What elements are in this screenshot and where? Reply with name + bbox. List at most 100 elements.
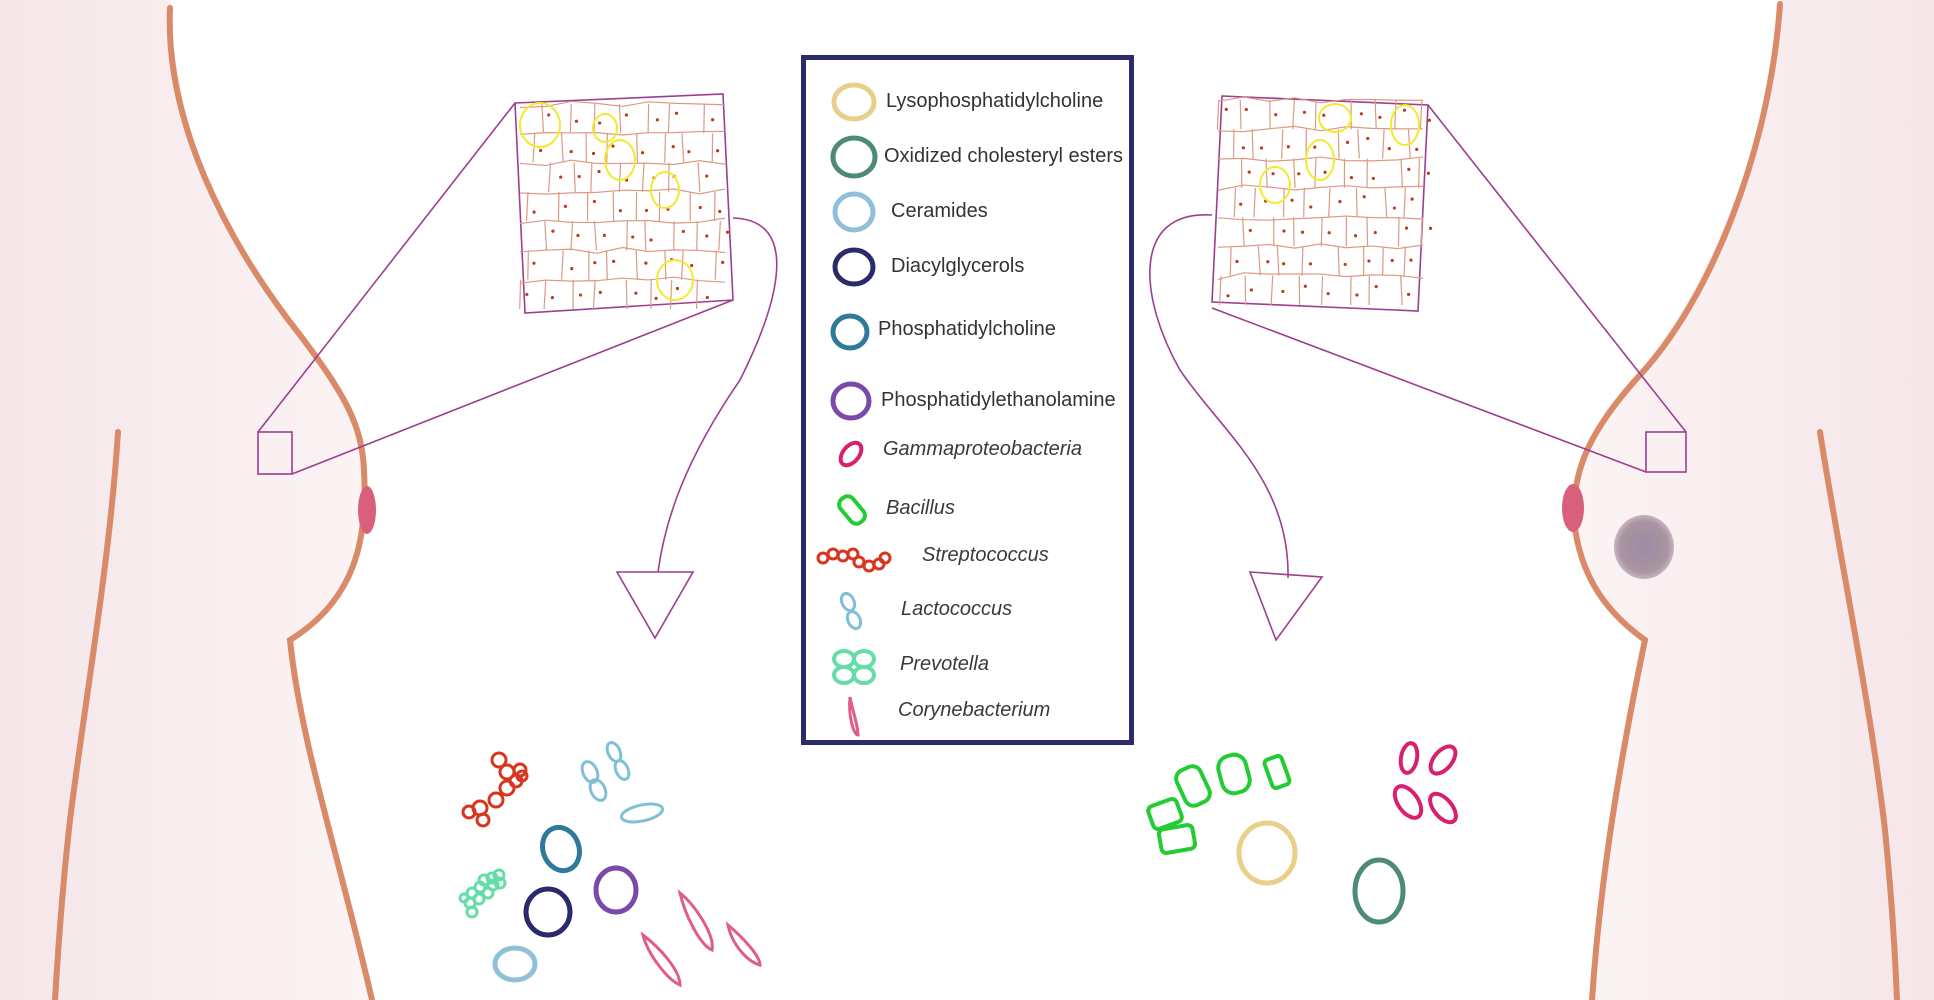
legend-label: Bacillus xyxy=(886,497,955,519)
cell-nucleus xyxy=(578,293,583,297)
cell-wall xyxy=(569,103,572,134)
cell-nucleus xyxy=(559,175,563,179)
cell-nucleus xyxy=(674,111,679,115)
cell-nucleus xyxy=(1366,136,1370,141)
left-nipple xyxy=(358,486,376,534)
cell-nucleus xyxy=(711,118,715,122)
cell-wall xyxy=(625,279,628,310)
cell-nucleus xyxy=(1248,228,1252,233)
cell-nucleus xyxy=(1226,294,1230,298)
cell-nucleus xyxy=(1300,230,1305,234)
legend-item-phosphatidylcholine: Phosphatidylcholine xyxy=(806,312,1129,356)
cell-wall xyxy=(1292,99,1295,130)
highlighted-cell xyxy=(592,113,618,143)
phosphatidylethanolamine-ring xyxy=(593,865,639,915)
cell-wall xyxy=(1257,246,1261,276)
right-torso xyxy=(1562,0,1934,1000)
left-flow-arrow xyxy=(657,217,778,573)
left-arrowhead xyxy=(615,571,695,640)
legend-item-streptococcus: Streptococcus xyxy=(806,538,1129,582)
cell-nucleus xyxy=(1345,140,1350,144)
cell-nucleus xyxy=(1282,262,1286,266)
legend-item-corynebacterium: Corynebacterium xyxy=(806,695,1129,739)
cell-nucleus xyxy=(1247,170,1251,174)
cell-nucleus xyxy=(1327,231,1331,235)
cell-nucleus xyxy=(593,261,597,265)
cell-nucleus xyxy=(1387,147,1391,151)
cell-wall xyxy=(519,100,726,109)
cell-nucleus xyxy=(569,149,573,154)
streptococcus-chain xyxy=(461,751,529,828)
cell-nucleus xyxy=(1326,292,1330,296)
legend-label: Diacylglycerols xyxy=(891,255,1025,277)
left-zoom-callout xyxy=(257,102,778,640)
cell-nucleus xyxy=(1274,113,1278,117)
cell-nucleus xyxy=(705,234,709,238)
cell-nucleus xyxy=(1266,260,1270,264)
cell-wall xyxy=(1242,217,1245,247)
cell-wall xyxy=(548,162,552,192)
cell-wall xyxy=(1251,129,1254,159)
cell-nucleus xyxy=(698,205,702,210)
cell-wall xyxy=(573,162,576,192)
cell-wall xyxy=(1420,217,1423,247)
ring-icon xyxy=(830,381,872,421)
cell-wall xyxy=(1217,156,1424,162)
lysophosphatidylcholine-ring xyxy=(1236,820,1298,886)
cell-wall xyxy=(1328,187,1331,218)
cell-wall xyxy=(1217,243,1424,250)
highlighted-cell xyxy=(519,102,561,148)
cell-nucleus xyxy=(1323,170,1327,174)
legend-item-phosphatidylethanolamine: Phosphatidylethanolamine xyxy=(806,379,1129,423)
highlighted-cell xyxy=(1305,139,1335,181)
cell-nucleus xyxy=(539,148,543,153)
cell-wall xyxy=(543,279,547,310)
ring-icon xyxy=(832,191,876,233)
cell-wall xyxy=(695,279,698,310)
cell-nucleus xyxy=(1302,110,1307,114)
highlighted-cell xyxy=(650,171,680,209)
oxidized-cholesteryl-ester-ring xyxy=(1352,857,1406,925)
cell-nucleus xyxy=(532,261,536,265)
cell-wall xyxy=(1400,275,1403,306)
cell-nucleus xyxy=(1241,146,1245,150)
cell-wall xyxy=(626,221,628,251)
cell-nucleus xyxy=(602,233,606,237)
cell-wall xyxy=(1384,187,1388,218)
cell-wall xyxy=(1217,96,1424,104)
cell-nucleus xyxy=(1349,176,1354,180)
cell-wall xyxy=(1355,187,1358,218)
cell-wall xyxy=(590,162,593,192)
cell-wall xyxy=(1301,246,1304,276)
cell-wall xyxy=(1229,246,1232,276)
cell-nucleus xyxy=(525,292,529,297)
cell-wall xyxy=(1314,99,1317,130)
legend-item-diacylglycerols: Diacylglycerols xyxy=(806,245,1129,289)
ceramide-ring xyxy=(492,945,538,983)
cell-nucleus xyxy=(1378,115,1382,119)
cell-nucleus xyxy=(1390,258,1394,263)
cell-nucleus xyxy=(547,113,551,117)
highlighted-cell xyxy=(604,139,636,181)
gammaproteobacteria-group xyxy=(1392,741,1458,825)
cell-wall xyxy=(527,250,529,280)
cell-nucleus xyxy=(576,233,580,238)
club-bacterium-icon xyxy=(848,696,860,737)
cell-wall xyxy=(669,279,673,310)
cell-wall xyxy=(1374,99,1377,130)
cell-wall xyxy=(1419,99,1423,130)
cell-wall xyxy=(570,221,574,251)
legend-label: Ceramides xyxy=(891,200,988,222)
cell-wall xyxy=(1320,217,1323,247)
cell-nucleus xyxy=(1224,107,1228,112)
legend-label: Prevotella xyxy=(900,653,989,675)
cell-wall xyxy=(696,221,698,251)
oval-bacterium-icon xyxy=(838,440,864,468)
cell-wall xyxy=(1233,187,1237,218)
cell-wall xyxy=(1400,158,1404,188)
cell-nucleus xyxy=(634,291,638,295)
cell-nucleus xyxy=(1426,171,1431,175)
cell-nucleus xyxy=(644,261,648,265)
cell-wall xyxy=(1403,187,1406,218)
